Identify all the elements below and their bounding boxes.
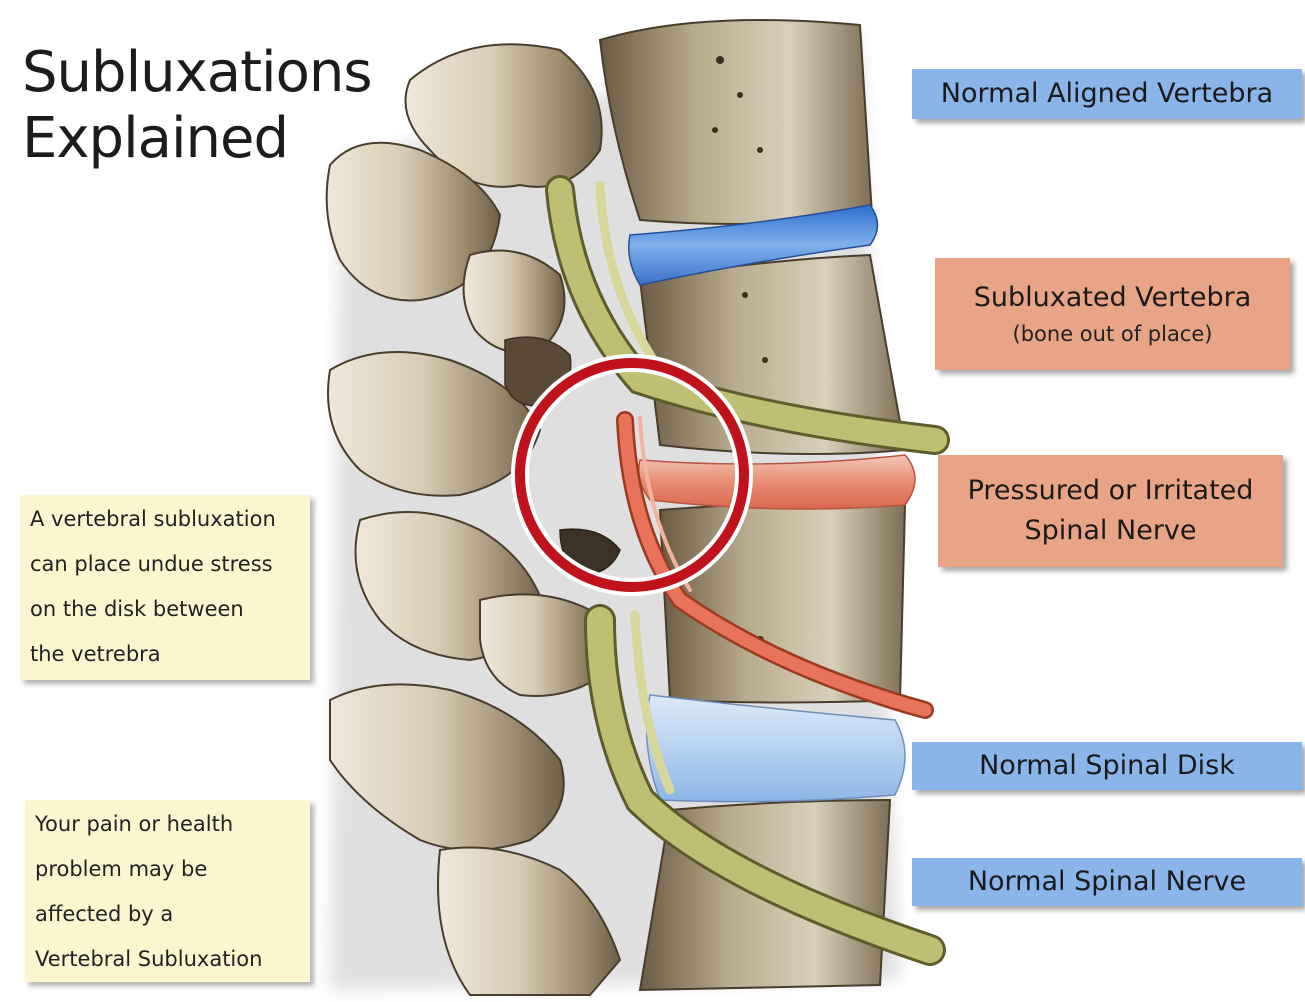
label-pressured-nerve: Pressured or Irritated Spinal Nerve bbox=[938, 455, 1283, 567]
note-pain-line: Your pain or health bbox=[35, 802, 300, 847]
label-normal-spinal-nerve: Normal Spinal Nerve bbox=[912, 858, 1302, 906]
irritated-disk bbox=[639, 455, 915, 509]
note-stress-line: on the disk between bbox=[30, 587, 300, 632]
note-pain-line: problem may be bbox=[35, 847, 300, 892]
label-normal-aligned-vertebra-text: Normal Aligned Vertebra bbox=[941, 74, 1273, 114]
label-subluxated-vertebra-text: Subluxated Vertebra bbox=[974, 278, 1252, 318]
label-subluxated-vertebra: Subluxated Vertebra (bone out of place) bbox=[935, 258, 1290, 370]
label-normal-spinal-nerve-text: Normal Spinal Nerve bbox=[968, 862, 1246, 902]
label-normal-spinal-disk-text: Normal Spinal Disk bbox=[979, 746, 1235, 786]
label-normal-spinal-disk: Normal Spinal Disk bbox=[912, 742, 1302, 790]
label-subluxated-vertebra-subtext: (bone out of place) bbox=[1013, 318, 1213, 350]
label-pressured-nerve-line-2: Spinal Nerve bbox=[1024, 511, 1196, 551]
label-normal-aligned-vertebra: Normal Aligned Vertebra bbox=[912, 69, 1302, 119]
note-pain-line: affected by a bbox=[35, 892, 300, 937]
note-stress-line: A vertebral subluxation bbox=[30, 497, 300, 542]
label-pressured-nerve-line-1: Pressured or Irritated bbox=[968, 471, 1254, 511]
note-stress-line: the vetrebra bbox=[30, 632, 300, 677]
note-stress-line: can place undue stress bbox=[30, 542, 300, 587]
note-pain: Your pain or health problem may be affec… bbox=[25, 800, 310, 982]
note-pain-line: Vertebral Subluxation bbox=[35, 937, 300, 982]
note-stress: A vertebral subluxation can place undue … bbox=[20, 495, 310, 680]
